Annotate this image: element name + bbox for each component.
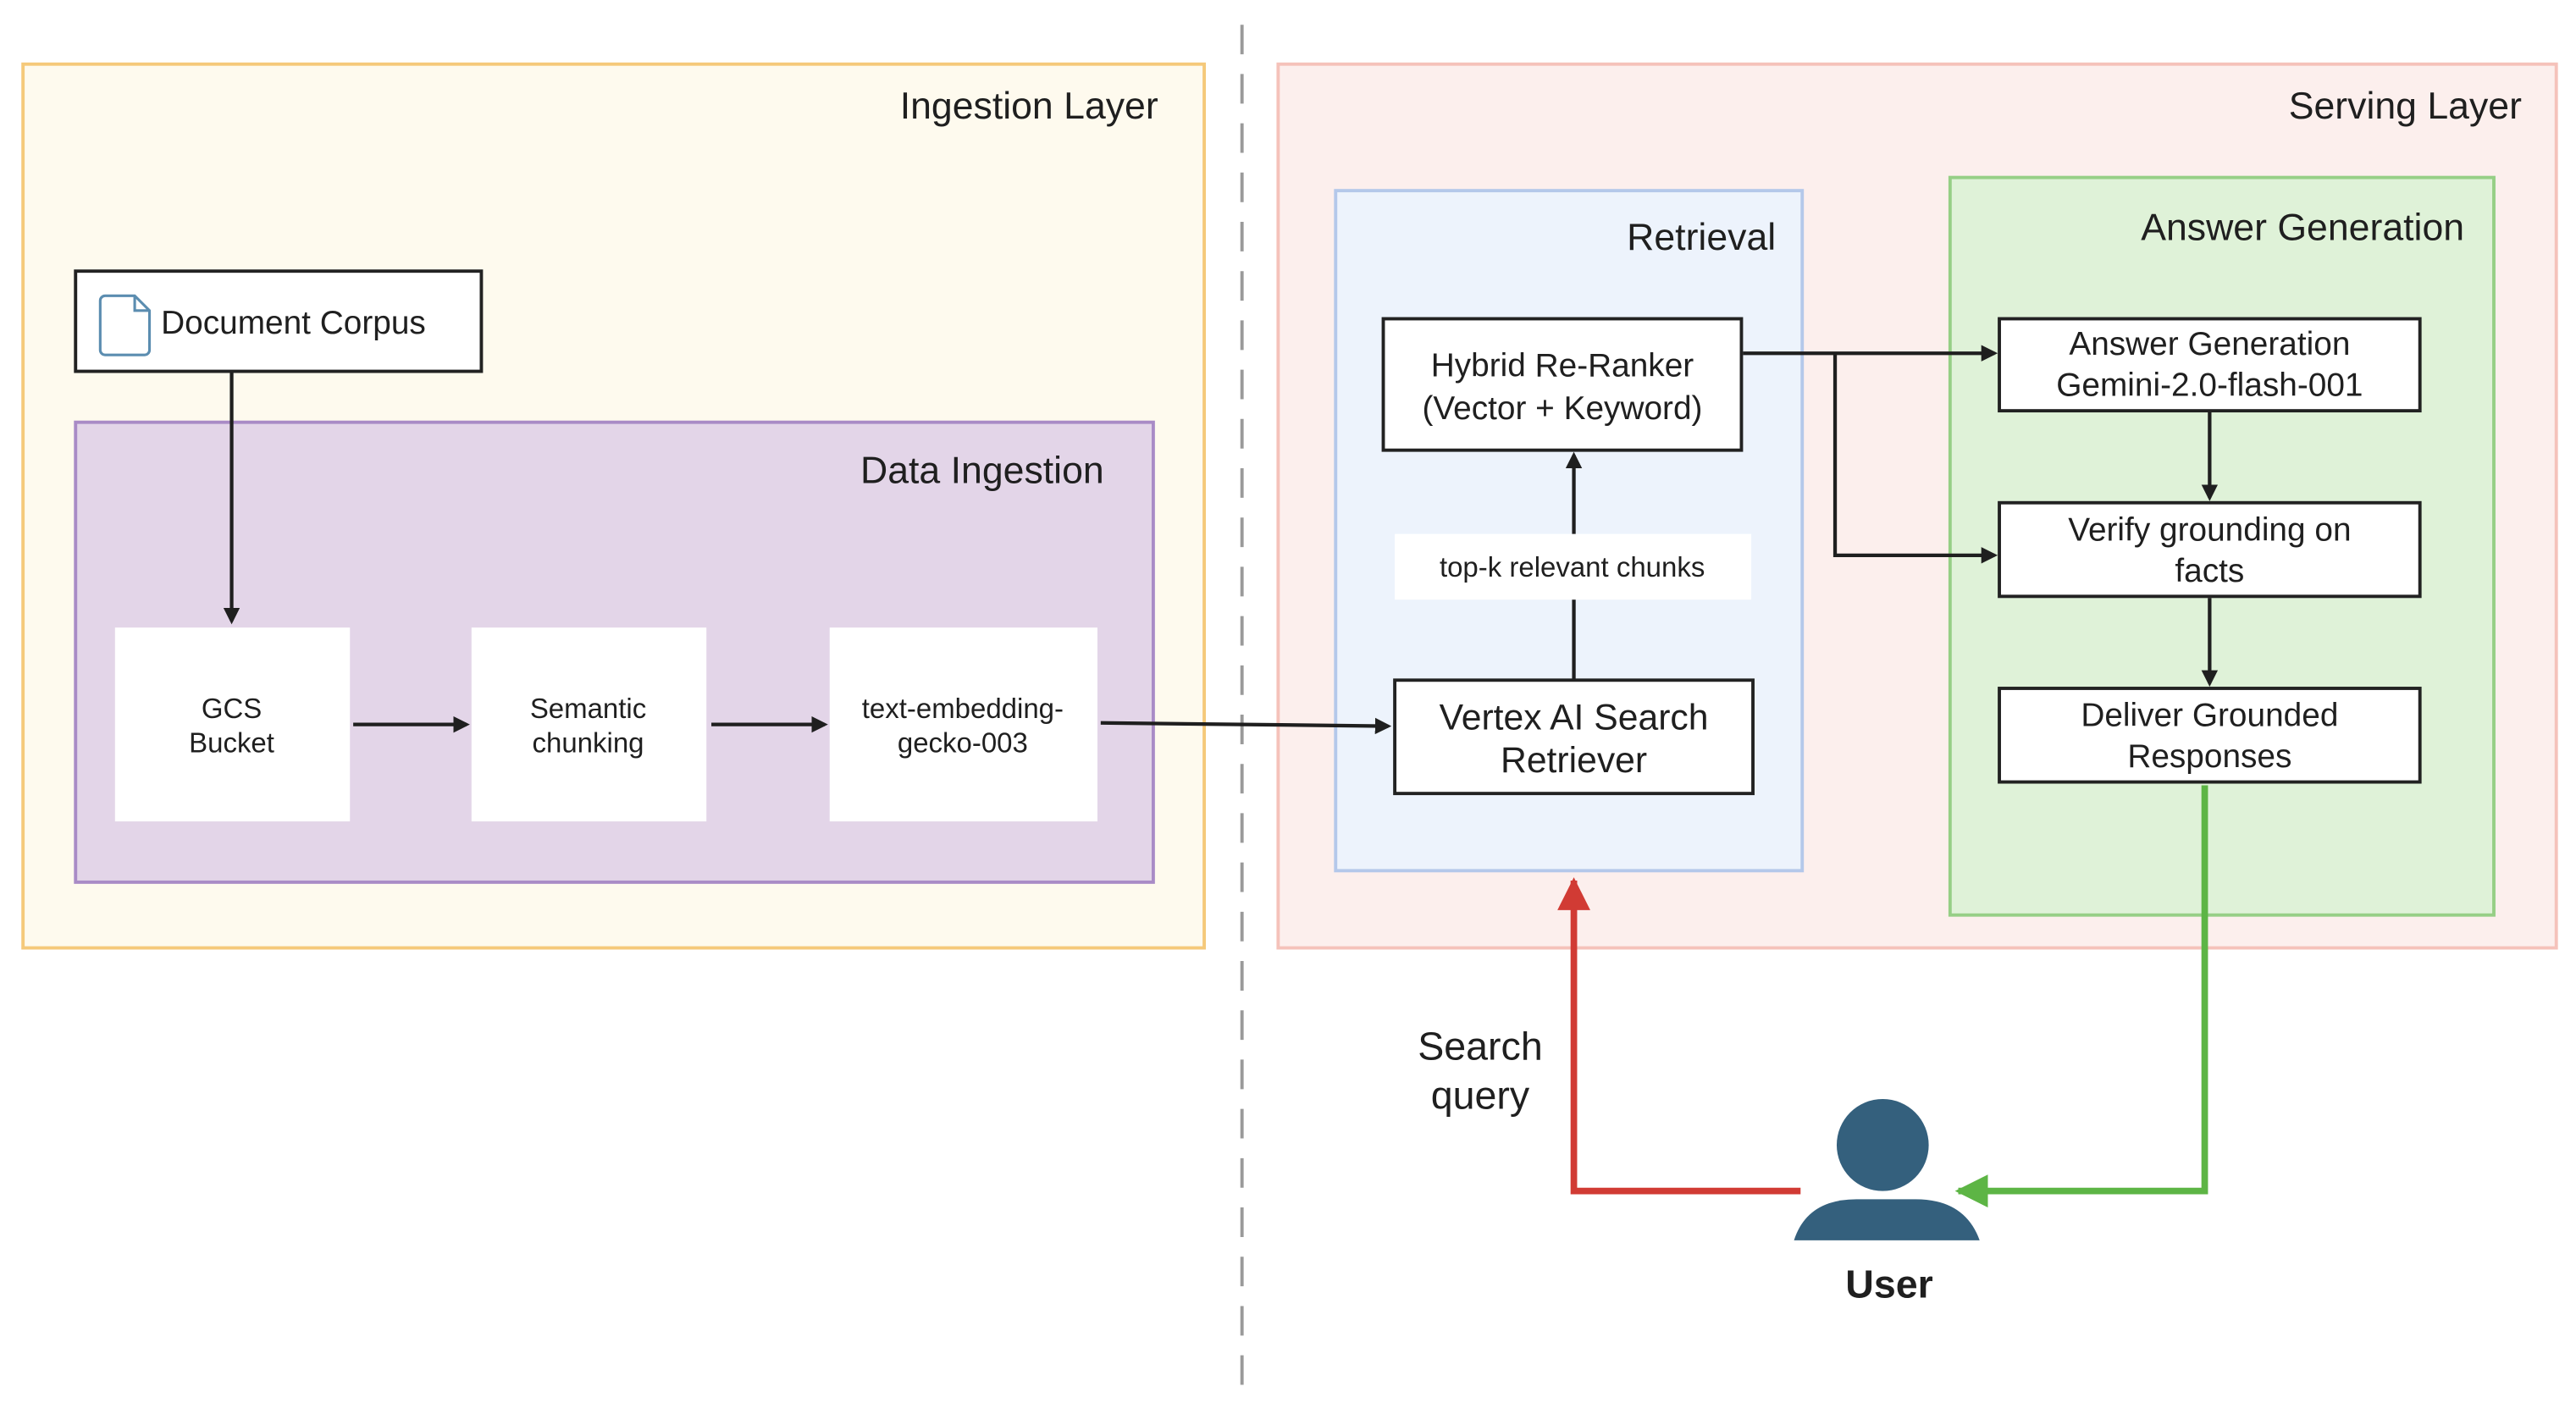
deliver-responses-step: Deliver Grounded Responses bbox=[1998, 687, 2422, 784]
semantic-chunking-step: Semantic chunking bbox=[471, 627, 707, 822]
search-query-label: query bbox=[1431, 1074, 1530, 1118]
box-label: Deliver Grounded bbox=[2081, 698, 2338, 734]
retrieval: Retrieval Hybrid Re-Ranker (Vector + Key… bbox=[1334, 189, 1805, 873]
box-label: Answer Generation bbox=[2069, 326, 2350, 362]
step-label: Semantic bbox=[530, 693, 646, 724]
answer-generation: Answer Generation Answer Generation Gemi… bbox=[1948, 175, 2496, 917]
grounded-response-arrow bbox=[1954, 785, 2208, 1208]
search-query-label: Search bbox=[1418, 1024, 1542, 1068]
box-label: Responses bbox=[2127, 738, 2291, 775]
step-label: text-embedding- bbox=[862, 693, 1064, 724]
user-icon bbox=[1794, 1098, 1980, 1240]
data-ingestion: Data Ingestion GCS Bucket Semantic chunk… bbox=[74, 420, 1155, 884]
answer-generation-step: Answer Generation Gemini-2.0-flash-001 bbox=[1998, 317, 2422, 413]
box-label: facts bbox=[2175, 553, 2244, 589]
document-corpus-label: Document Corpus bbox=[161, 305, 426, 341]
serving-layer-title: Serving Layer bbox=[2289, 86, 2522, 127]
vertex-ai-retriever: Vertex AI Search Retriever bbox=[1393, 678, 1755, 796]
box-label: Hybrid Re-Ranker bbox=[1431, 347, 1694, 384]
box-label: Verify grounding on bbox=[2068, 511, 2351, 548]
retrieval-title: Retrieval bbox=[1627, 217, 1776, 258]
step-label: GCS bbox=[202, 693, 262, 724]
chunks-label-bg bbox=[1395, 533, 1752, 600]
gcs-bucket-step: GCS Bucket bbox=[114, 627, 351, 822]
answer-generation-title: Answer Generation bbox=[2141, 207, 2464, 248]
step-label: Bucket bbox=[189, 727, 274, 759]
arrow-embedding-to-retriever bbox=[1100, 717, 1392, 735]
user-label: User bbox=[1845, 1262, 1933, 1306]
box-label: (Vector + Keyword) bbox=[1422, 390, 1702, 427]
ingestion-layer: Ingestion Layer Document Corpus Data Ing… bbox=[21, 62, 1206, 950]
document-icon bbox=[98, 294, 152, 356]
serving-layer: Serving Layer Retrieval Hybrid Re-Ranker… bbox=[1276, 62, 2558, 950]
box-label: Retriever bbox=[1501, 740, 1647, 781]
hybrid-reranker: Hybrid Re-Ranker (Vector + Keyword) bbox=[1381, 317, 1744, 452]
box-label: Gemini-2.0-flash-001 bbox=[2056, 367, 2363, 404]
ingestion-layer-title: Ingestion Layer bbox=[900, 86, 1158, 127]
search-query-arrow bbox=[1557, 877, 1801, 1195]
verify-grounding-step: Verify grounding on facts bbox=[1998, 500, 2422, 599]
data-ingestion-title: Data Ingestion bbox=[860, 450, 1104, 491]
chunks-label: top-k relevant chunks bbox=[1440, 551, 1705, 583]
arrow-reranker-to-verify bbox=[1832, 353, 1998, 564]
step-label: gecko-003 bbox=[898, 727, 1028, 759]
embedding-step: text-embedding- gecko-003 bbox=[829, 627, 1097, 822]
document-corpus: Document Corpus bbox=[74, 269, 484, 373]
box-label: Vertex AI Search bbox=[1440, 697, 1709, 737]
step-label: chunking bbox=[533, 727, 644, 759]
